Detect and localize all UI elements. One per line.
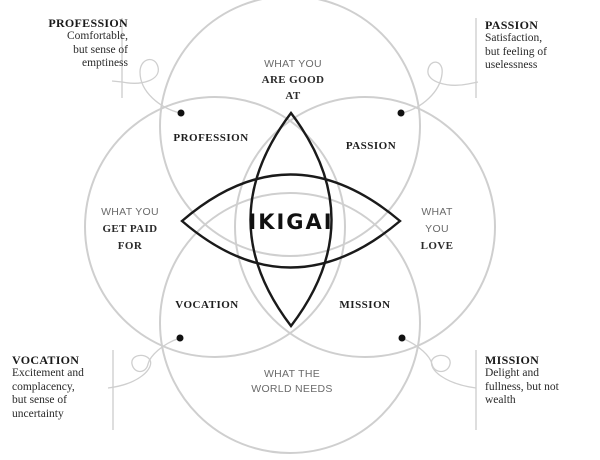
callout-mission: MISSION Delight and fullness, but not we… <box>485 353 597 408</box>
circle-paid-for <box>84 96 346 358</box>
leader-line-mission <box>401 337 477 389</box>
leader-line-profession <box>111 58 181 114</box>
label-paid-for-line3: FOR <box>118 240 143 252</box>
region-mission: MISSION <box>339 299 390 311</box>
circle-world-needs <box>159 192 421 454</box>
callout-profession-line: emptiness <box>82 57 128 69</box>
label-paid-for-line2: GET PAID <box>102 223 157 235</box>
dot-profession <box>177 109 185 117</box>
callout-passion: PASSION Satisfaction, but feeling of use… <box>485 18 597 73</box>
callout-passion-line: Satisfaction, <box>485 32 543 44</box>
center-label: IKIGAI <box>248 210 333 234</box>
callout-profession-line: but sense of <box>73 43 128 56</box>
label-good-at-line2: ARE GOOD <box>262 74 325 86</box>
region-profession: PROFESSION <box>173 132 248 144</box>
label-good-at-line3: AT <box>285 90 301 102</box>
dot-mission <box>398 334 406 342</box>
callout-mission-line: Delight and <box>485 367 539 379</box>
callout-passion-line: but feeling of <box>485 45 547 58</box>
label-love-line3: LOVE <box>421 240 454 252</box>
callout-passion-title: PASSION <box>485 18 539 32</box>
dot-passion <box>397 109 405 117</box>
label-good-at: WHAT YOU ARE GOOD AT <box>262 58 325 102</box>
label-world-needs-line2: WORLD NEEDS <box>251 383 332 395</box>
callout-vocation-line: but sense of <box>12 394 67 406</box>
callout-vocation-line: uncertainty <box>12 407 64 420</box>
callout-mission-title: MISSION <box>485 353 540 367</box>
region-passion: PASSION <box>346 140 396 152</box>
label-good-at-line1: WHAT YOU <box>264 58 322 70</box>
petal-horizontal <box>180 173 402 269</box>
callout-vocation-line: complacency, <box>12 380 75 393</box>
callout-mission-line: wealth <box>485 394 516 406</box>
callout-passion-line: uselessness <box>485 59 538 71</box>
callout-profession: PROFESSION Comfortable, but sense of emp… <box>16 16 128 71</box>
callout-vocation: VOCATION Excitement and complacency, but… <box>12 353 124 421</box>
leader-line-vocation <box>107 337 181 389</box>
label-world-needs-line1: WHAT THE <box>264 368 320 380</box>
circle-love <box>234 96 496 358</box>
circle-good-at <box>159 0 421 257</box>
ikigai-petals <box>180 111 402 328</box>
leader-lines <box>107 58 479 389</box>
label-love: WHAT YOU LOVE <box>421 206 454 252</box>
anchor-dots <box>176 109 406 342</box>
callout-mission-line: fullness, but not <box>485 380 559 393</box>
label-paid-for-line1: WHAT YOU <box>101 206 159 218</box>
dot-vocation <box>176 334 184 342</box>
label-love-line1: WHAT <box>421 206 453 218</box>
callout-profession-title: PROFESSION <box>48 16 128 30</box>
label-world-needs: WHAT THE WORLD NEEDS <box>251 368 332 395</box>
circles <box>84 0 496 454</box>
callout-rules <box>112 18 477 430</box>
callout-vocation-line: Excitement and <box>12 367 84 379</box>
callout-vocation-title: VOCATION <box>12 353 80 367</box>
region-vocation: VOCATION <box>175 299 238 311</box>
callout-profession-line: Comfortable, <box>67 30 128 42</box>
label-paid-for: WHAT YOU GET PAID FOR <box>101 206 159 252</box>
leader-line-passion <box>401 61 479 114</box>
label-love-line2: YOU <box>425 223 449 235</box>
